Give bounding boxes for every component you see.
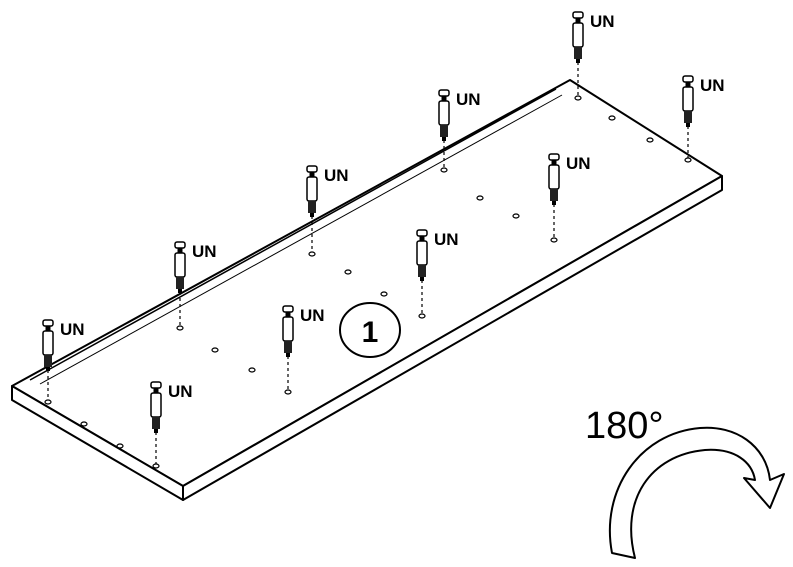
fastener: UN	[416, 229, 459, 314]
fastener-body	[150, 392, 162, 418]
panel-groove-inner	[39, 94, 563, 385]
fastener-tip	[552, 201, 556, 205]
fastener-neck	[575, 18, 581, 23]
fastener: UN	[174, 241, 217, 326]
fastener-neck	[177, 248, 183, 253]
fastener-tip	[442, 137, 446, 141]
step-number: 1	[362, 316, 379, 349]
fastener-label: UN	[700, 76, 725, 95]
fastener-tip	[576, 59, 580, 63]
fastener-head	[42, 319, 54, 327]
fastener: UN	[282, 305, 325, 390]
fastener-tip	[286, 353, 290, 357]
fastener-label: UN	[300, 306, 325, 325]
fastener: UN	[438, 89, 481, 168]
fastener-thread	[308, 201, 316, 213]
fastener-neck	[285, 312, 291, 317]
fastener-label: UN	[566, 154, 591, 173]
fastener-tip	[178, 289, 182, 293]
fastener-tip	[420, 277, 424, 281]
fastener-head	[282, 305, 294, 313]
fastener-tip	[310, 213, 314, 217]
fastener-thread	[574, 47, 582, 59]
fastener-body	[438, 100, 450, 126]
fastener-tip	[46, 367, 50, 371]
fastener-thread	[440, 125, 448, 137]
fastener-neck	[153, 388, 159, 393]
fastener-head	[548, 153, 560, 161]
fastener-body	[572, 22, 584, 48]
fastener-thread	[44, 355, 52, 367]
fastener: UN	[42, 319, 85, 400]
fastener: UN	[150, 381, 193, 464]
panel-board	[11, 79, 723, 501]
fastener-body	[42, 330, 54, 356]
fastener: UN	[306, 165, 349, 252]
fastener-body	[548, 164, 560, 190]
fastener-thread	[284, 341, 292, 353]
fasteners-layer: UN UN UN UN UN UN UN UN UN UN	[42, 11, 725, 464]
fastener-body	[282, 316, 294, 342]
fastener-label: UN	[60, 320, 85, 339]
fastener-label: UN	[168, 382, 193, 401]
fastener-head	[150, 381, 162, 389]
fastener: UN	[548, 153, 591, 238]
panel-groove	[29, 88, 557, 381]
fastener-tip	[686, 123, 690, 127]
panel-holes	[44, 95, 692, 469]
fastener-head	[682, 75, 694, 83]
fastener-label: UN	[456, 90, 481, 109]
step-indicator: 1	[339, 302, 401, 358]
rotation-label: 180°	[585, 405, 664, 447]
fastener-thread	[418, 265, 426, 277]
fastener-body	[416, 240, 428, 266]
fastener-neck	[441, 96, 447, 101]
fastener-thread	[176, 277, 184, 289]
fastener-thread	[550, 189, 558, 201]
fastener-neck	[419, 236, 425, 241]
fastener: UN	[572, 11, 615, 96]
fastener-label: UN	[434, 230, 459, 249]
fastener-body	[682, 86, 694, 112]
fastener-thread	[152, 417, 160, 429]
fastener-head	[174, 241, 186, 249]
fastener-tip	[154, 429, 158, 433]
fastener-label: UN	[590, 12, 615, 31]
step-circle	[339, 302, 401, 358]
fastener-label: UN	[324, 166, 349, 185]
panel-left-edge	[11, 385, 184, 501]
fastener-label: UN	[192, 242, 217, 261]
fastener-body	[174, 252, 186, 278]
fastener-neck	[551, 160, 557, 165]
fastener-head	[572, 11, 584, 19]
rotation-arrow-icon	[608, 426, 785, 559]
fastener-neck	[309, 172, 315, 177]
fastener: UN	[682, 75, 725, 158]
fastener-thread	[684, 111, 692, 123]
fastener-head	[416, 229, 428, 237]
rotation-indicator: 180°	[585, 405, 785, 559]
fastener-body	[306, 176, 318, 202]
fastener-neck	[685, 82, 691, 87]
fastener-neck	[45, 326, 51, 331]
fastener-head	[438, 89, 450, 97]
fastener-head	[306, 165, 318, 173]
